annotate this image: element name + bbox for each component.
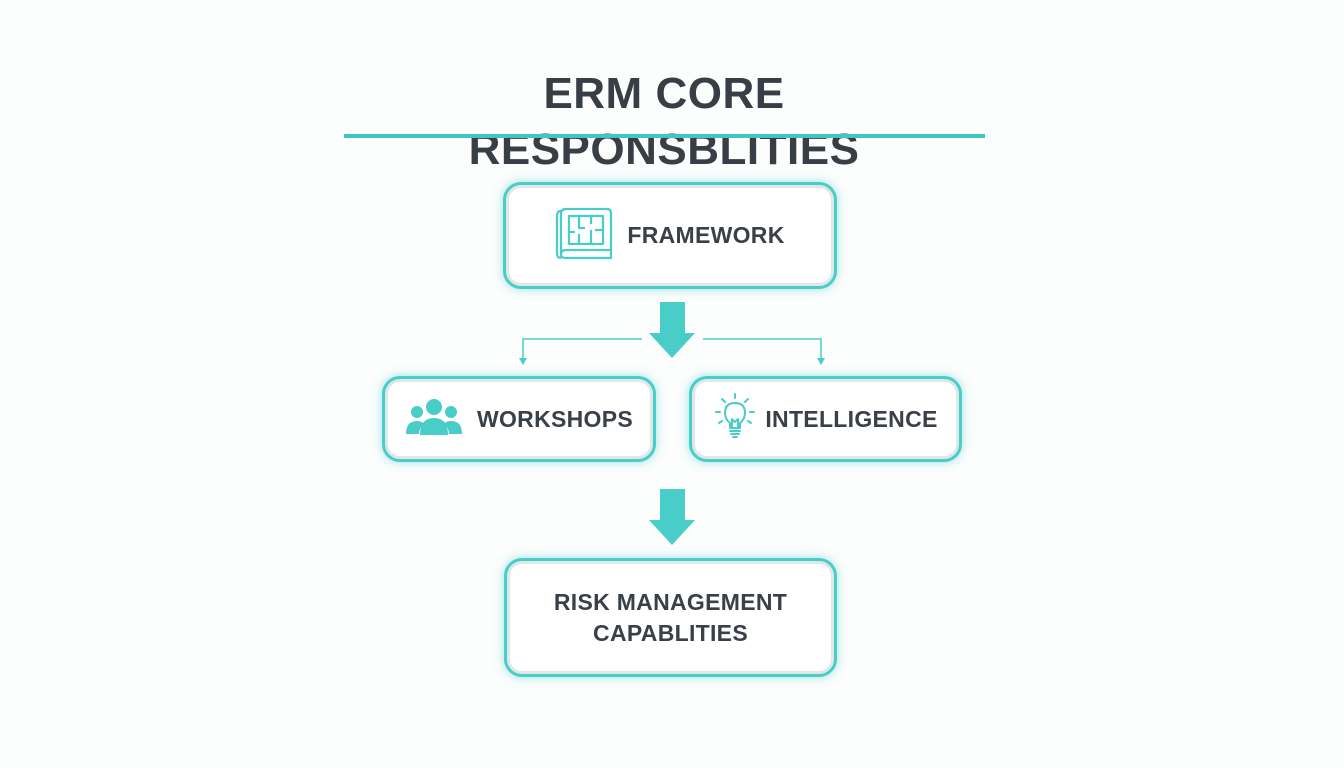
intelligence-label: INTELLIGENCE (765, 405, 938, 432)
branch-arrowhead-left (519, 358, 527, 365)
workshops-label: WORKSHOPS (476, 405, 634, 432)
workshops-node: WORKSHOPS (382, 376, 656, 462)
capabilities-node: RISK MANAGEMENT CAPABLITIES (504, 558, 837, 677)
intelligence-node: INTELLIGENCE (689, 376, 962, 462)
arrow-down-framework (649, 302, 695, 358)
people-group-icon (405, 397, 463, 442)
arrow-down-capabilities (649, 489, 695, 545)
branch-line-left (522, 338, 642, 361)
framework-label: FRAMEWORK (627, 222, 785, 248)
title-underline (344, 134, 985, 138)
branch-line-right (703, 338, 822, 361)
capabilities-label: RISK MANAGEMENT CAPABLITIES (553, 588, 788, 646)
blueprint-icon (555, 206, 613, 265)
lightbulb-icon (713, 392, 757, 447)
branch-arrowhead-right (817, 358, 825, 365)
page-title: ERM CORE RESPONSBLITIES (468, 69, 860, 174)
framework-node: FRAMEWORK (503, 182, 837, 289)
